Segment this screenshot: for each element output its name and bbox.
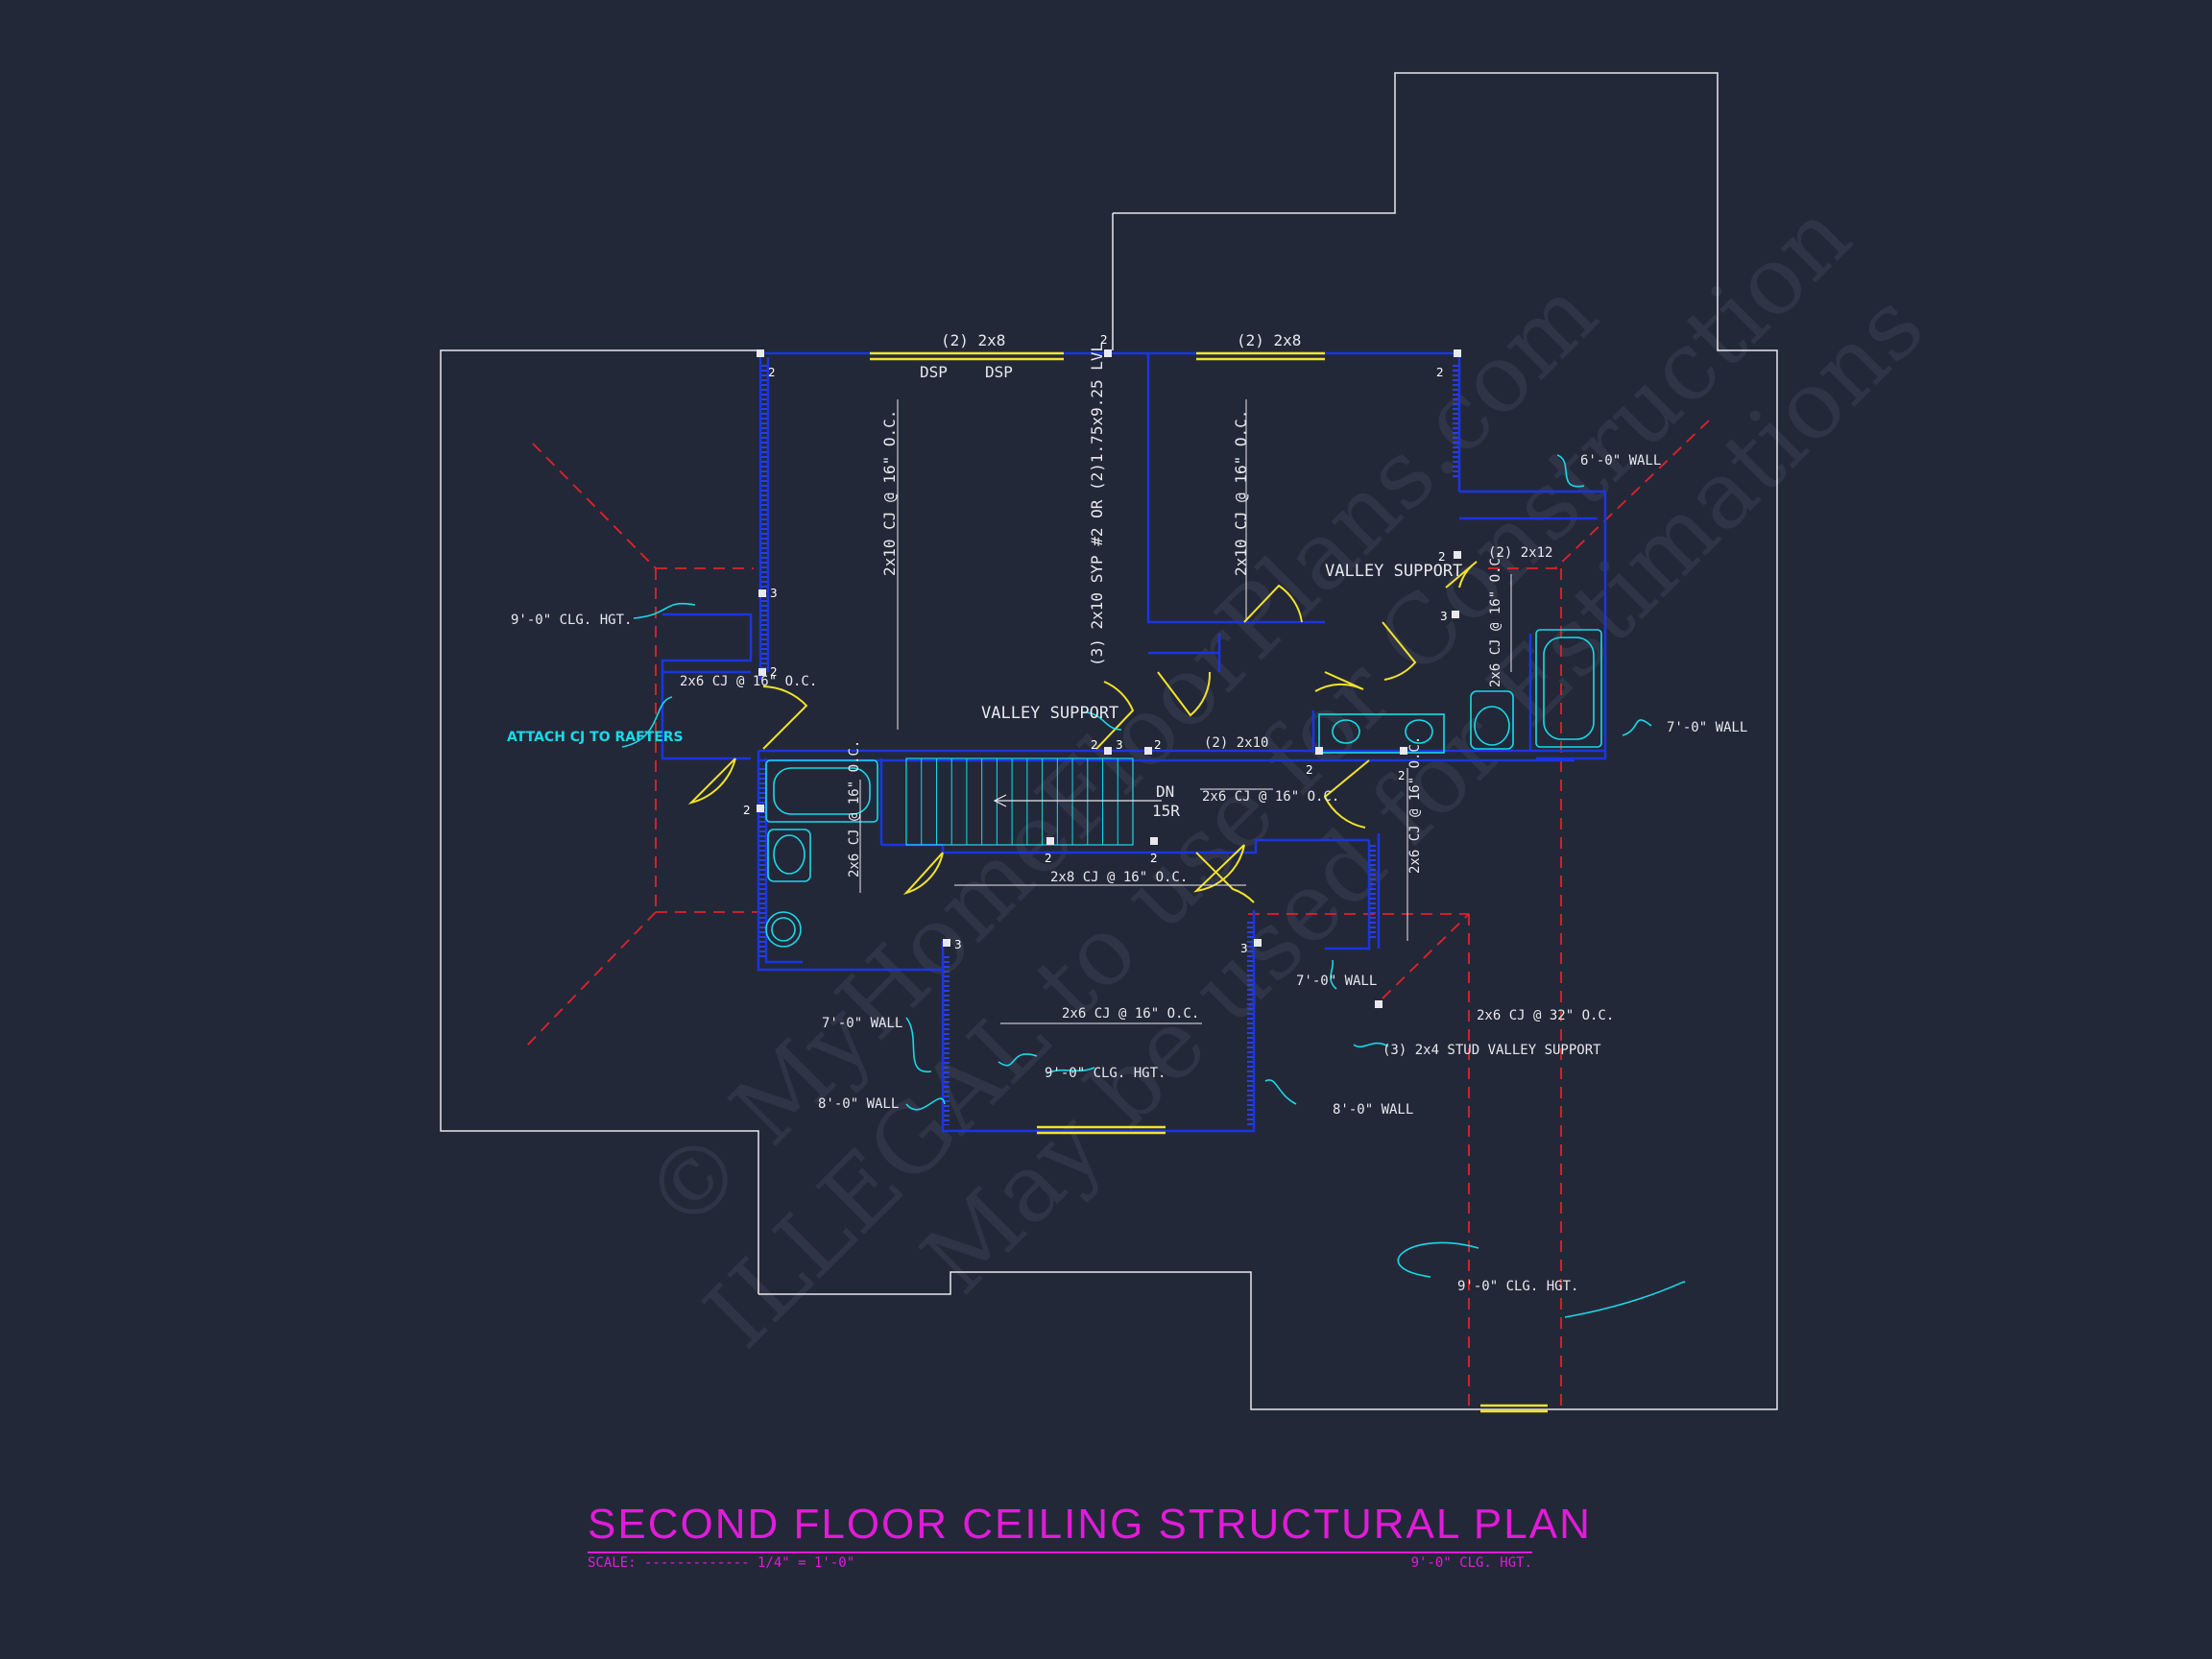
label-attach-cj: ATTACH CJ TO RAFTERS — [507, 730, 684, 745]
label-wall-7ft-left: 7'-0" WALL — [822, 1016, 902, 1031]
label-wall-8ft-right: 8'-0" WALL — [1333, 1102, 1413, 1118]
title-block: SECOND FLOOR CEILING STRUCTURAL PLAN SCA… — [588, 1500, 1592, 1571]
post-number: 2 — [743, 804, 751, 817]
plan-labels: (2) 2x8 DSP DSP (2) 2x8 (3) 2x10 SYP #2 … — [507, 331, 1747, 1294]
label-stair-risers: 15R — [1152, 802, 1180, 820]
post-number: 3 — [1116, 738, 1123, 752]
post-number: 2 — [1306, 763, 1313, 777]
label-wall-7ft-center: 7'-0" WALL — [1296, 974, 1377, 989]
post-number: 2 — [1436, 366, 1444, 379]
label-beam-2x10: (2) 2x10 — [1204, 735, 1268, 751]
label-cj-right-bedroom: 2x10 CJ @ 16" O.C. — [1232, 410, 1250, 576]
post-number: 3 — [954, 938, 962, 951]
post-number: 2 — [1154, 738, 1162, 752]
post-number: 2 — [1100, 333, 1108, 347]
leader-lines — [621, 454, 1686, 1318]
label-wall-7ft-right: 7'-0" WALL — [1667, 720, 1747, 735]
post-number: 2 — [1045, 852, 1052, 865]
label-cj-right-hall: 2x6 CJ @ 16" O.C. — [1407, 736, 1423, 874]
doors — [687, 561, 1478, 903]
label-lvl-note: (3) 2x10 SYP #2 OR (2)1.75x9.25 LVL — [1088, 343, 1106, 666]
post-number: 2 — [770, 665, 778, 679]
scale-row: SCALE: ------------- 1/4" = 1'-0" 9'-0" … — [588, 1555, 1532, 1571]
label-wall-8ft-left: 8'-0" WALL — [818, 1096, 899, 1112]
title-ceiling-note: 9'-0" CLG. HGT. — [1410, 1555, 1532, 1571]
post-number: 3 — [1440, 610, 1448, 623]
post-number: 2 — [1150, 852, 1158, 865]
post-number: 2 — [1091, 738, 1098, 752]
post-number: 2 — [1438, 550, 1446, 564]
joist-direction-lines — [859, 399, 1512, 1024]
label-cj-stair: 2x6 CJ @ 16" O.C. — [1202, 789, 1339, 805]
label-stud-valley: (3) 2x4 STUD VALLEY SUPPORT — [1382, 1043, 1601, 1058]
title-underline — [588, 1551, 1532, 1553]
label-clg-bottom: 9'-0" CLG. HGT. — [1457, 1279, 1578, 1294]
post-number: 3 — [1240, 942, 1248, 955]
post-number: 2 — [1398, 769, 1406, 782]
stair-arrow — [993, 794, 1162, 807]
label-beam-top-right: (2) 2x8 — [1237, 331, 1301, 349]
label-beam-2x12: (2) 2x12 — [1488, 545, 1552, 561]
post-numbers: 2 2 2 3 2 2 3 2 2 2 2 2 2 3 3 2 3 — [743, 333, 1448, 955]
plumbing-fixtures — [765, 629, 1602, 948]
label-stair-dn: DN — [1156, 782, 1174, 801]
label-cj-left-closet: 2x6 CJ @ 16" O.C. — [680, 674, 817, 689]
label-beam-top-left: (2) 2x8 — [941, 331, 1005, 349]
label-clg-bonus: 9'-0" CLG. HGT. — [1045, 1066, 1166, 1081]
label-wall-6ft: 6'-0" WALL — [1580, 453, 1661, 469]
label-cj-left-bedroom: 2x10 CJ @ 16" O.C. — [880, 410, 899, 576]
stair — [905, 757, 1134, 846]
scale-label: SCALE: ------------- 1/4" = 1'-0" — [588, 1555, 855, 1571]
posts — [757, 349, 1461, 1008]
post-number: 2 — [768, 366, 776, 379]
plan-title: SECOND FLOOR CEILING STRUCTURAL PLAN — [588, 1501, 1592, 1548]
label-valley-support-right: VALLEY SUPPORT — [1325, 562, 1462, 581]
label-cj-left-bath: 2x6 CJ @ 16" O.C. — [847, 740, 862, 878]
label-valley-support-center: VALLEY SUPPORT — [981, 704, 1118, 723]
label-cj-bonus: 2x6 CJ @ 16" O.C. — [1062, 1006, 1199, 1022]
wall-hatching — [759, 365, 1458, 1125]
label-clg-left: 9'-0" CLG. HGT. — [511, 613, 632, 628]
label-cj-32: 2x6 CJ @ 32" O.C. — [1477, 1008, 1614, 1023]
roof-outline — [440, 72, 1778, 1410]
label-cj-hall: 2x8 CJ @ 16" O.C. — [1050, 870, 1188, 885]
window-headers — [870, 351, 1548, 1413]
hip-lines — [525, 420, 1710, 1409]
label-dsp-2: DSP — [985, 363, 1013, 381]
label-dsp-1: DSP — [920, 363, 948, 381]
post-number: 3 — [770, 587, 778, 600]
label-cj-right-bath: 2x6 CJ @ 16" O.C. — [1488, 550, 1503, 687]
stair-treads — [921, 758, 1118, 845]
interior-walls — [661, 351, 1607, 1133]
